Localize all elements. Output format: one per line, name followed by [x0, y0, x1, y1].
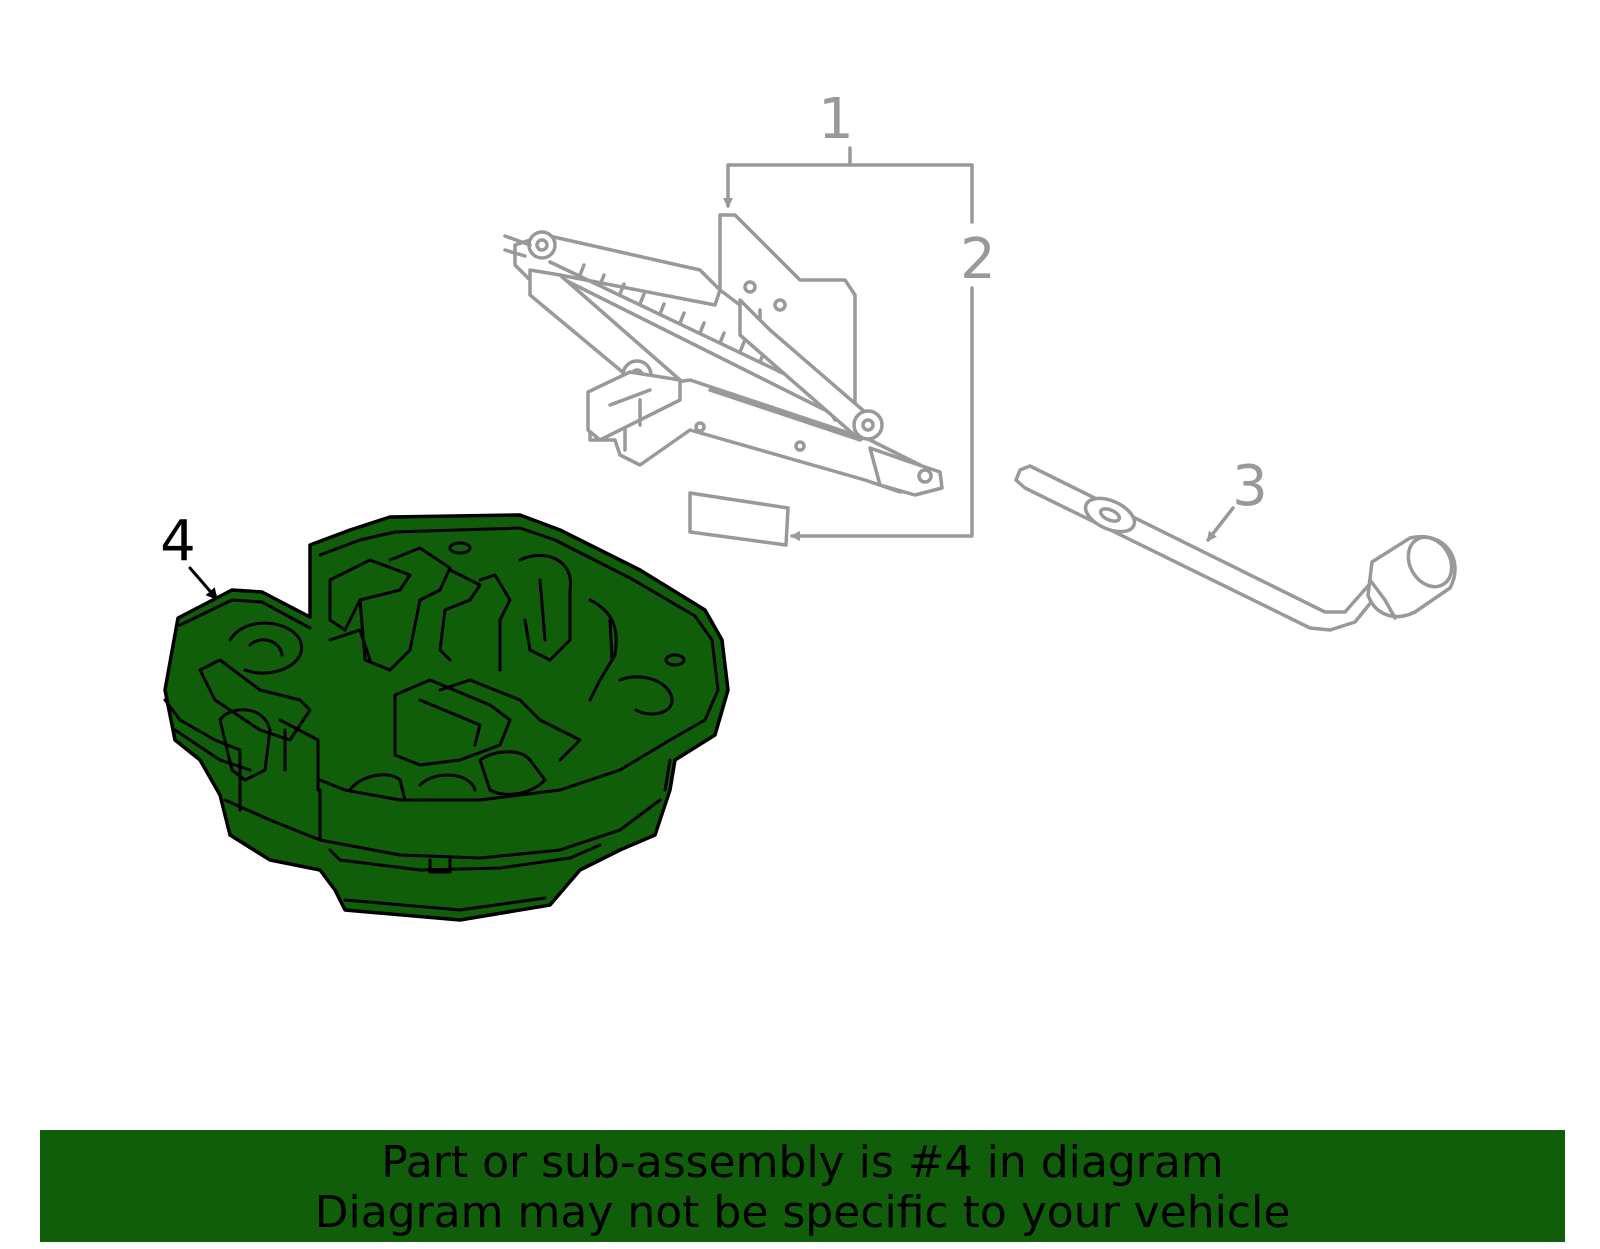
- callout-4-leader: [188, 566, 218, 601]
- callout-4: 4: [160, 509, 218, 601]
- info-banner: Part or sub-assembly is #4 in diagram Di…: [40, 1130, 1565, 1242]
- scissor-jack: [503, 213, 944, 497]
- callout-2-label: 2: [960, 227, 996, 292]
- callout-1-bracket: [848, 163, 974, 224]
- callout-4-label: 4: [160, 509, 196, 574]
- tool-tray: [163, 513, 730, 922]
- lug-wrench: [1014, 464, 1457, 632]
- callout-3-label: 3: [1232, 454, 1268, 519]
- callout-2: 2: [790, 227, 996, 541]
- callout-1-leader: [723, 146, 852, 208]
- callout-3: 3: [1206, 454, 1268, 542]
- jack-label-tag: [688, 491, 790, 547]
- banner-line-2: Diagram may not be specific to your vehi…: [314, 1187, 1291, 1238]
- callout-3-leader: [1206, 506, 1235, 542]
- banner-line-1: Part or sub-assembly is #4 in diagram: [381, 1137, 1224, 1188]
- callout-2-leader: [790, 286, 974, 541]
- callout-1: 1: [723, 87, 974, 224]
- callout-1-label: 1: [818, 87, 854, 152]
